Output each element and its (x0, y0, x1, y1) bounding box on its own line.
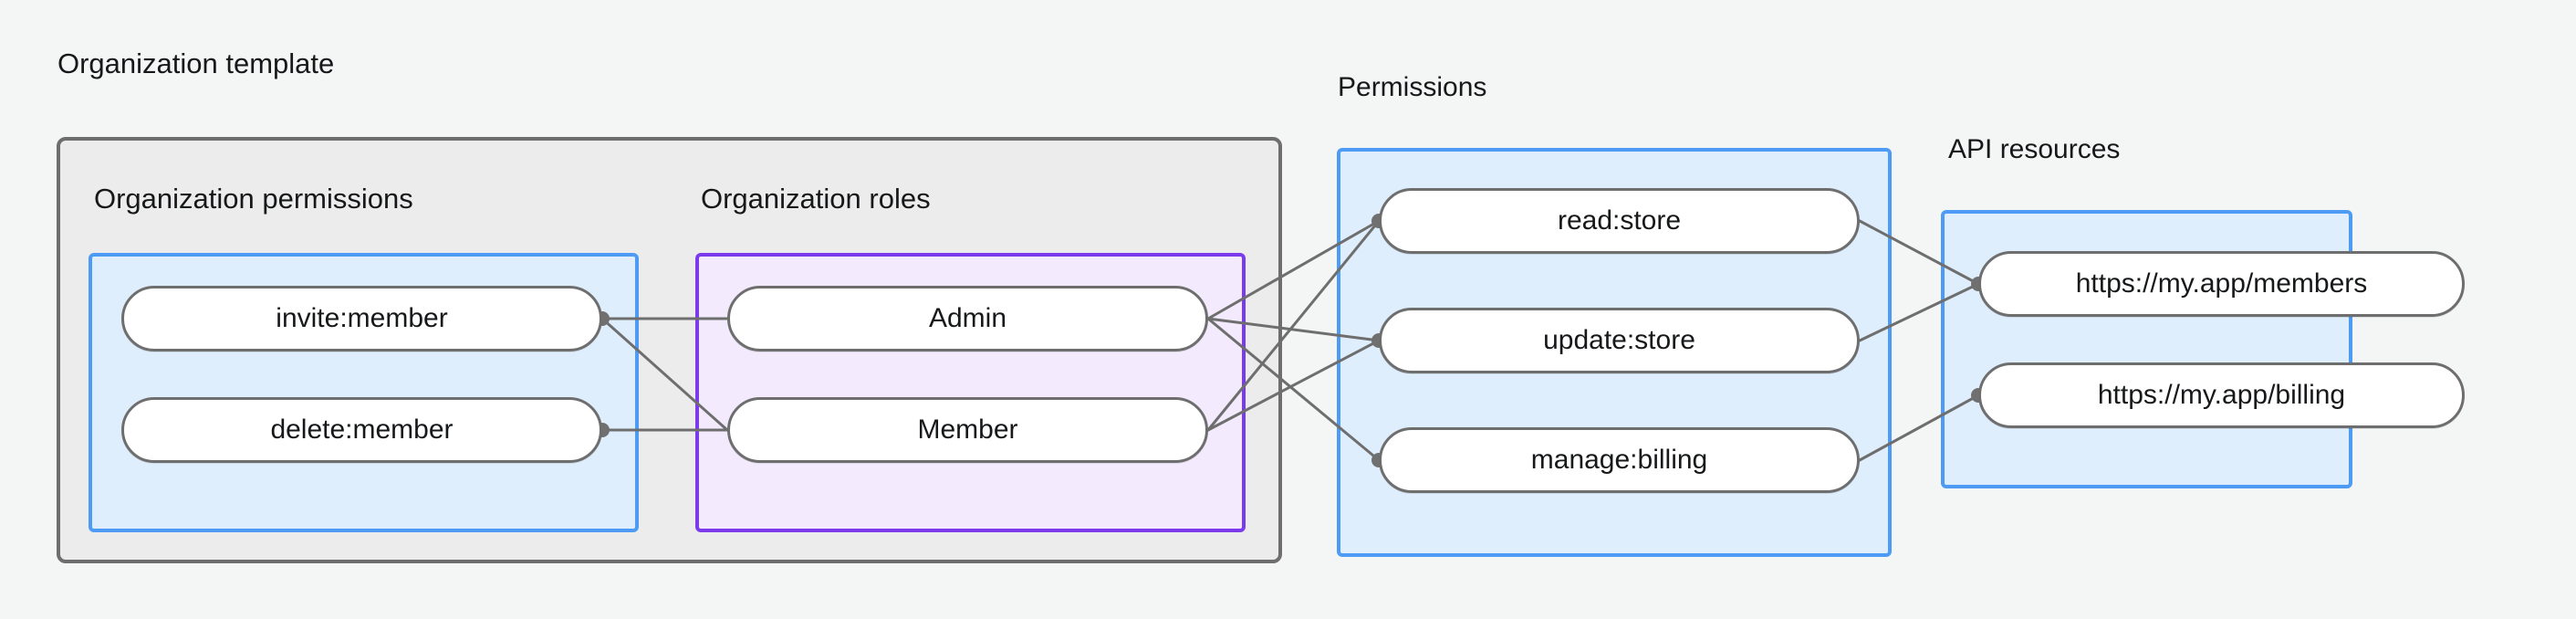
node-manage-billing[interactable]: manage:billing (1379, 427, 1860, 493)
node-delete-member[interactable]: delete:member (121, 397, 602, 463)
organization-roles-title: Organization roles (701, 183, 931, 215)
node-delete-member-label: delete:member (270, 414, 454, 445)
node-billing-url[interactable]: https://my.app/billing (1978, 362, 2465, 428)
node-billing-url-label: https://my.app/billing (2097, 380, 2346, 410)
node-read-store-label: read:store (1557, 205, 1682, 236)
node-invite-member[interactable]: invite:member (121, 286, 602, 351)
node-update-store[interactable]: update:store (1379, 308, 1860, 373)
organization-template-title: Organization template (57, 47, 335, 79)
node-read-store[interactable]: read:store (1379, 188, 1860, 254)
node-manage-billing-label: manage:billing (1530, 445, 1708, 475)
organization-permissions-title: Organization permissions (94, 183, 413, 215)
node-members-url[interactable]: https://my.app/members (1978, 251, 2465, 317)
node-admin-label: Admin (928, 303, 1007, 333)
node-members-url-label: https://my.app/members (2075, 268, 2368, 299)
node-invite-member-label: invite:member (276, 303, 448, 333)
node-member[interactable]: Member (727, 397, 1208, 463)
api-resources-title: API resources (1948, 134, 2121, 164)
node-admin[interactable]: Admin (727, 286, 1208, 351)
permissions-title: Permissions (1338, 72, 1487, 102)
node-update-store-label: update:store (1543, 325, 1695, 355)
node-member-label: Member (917, 414, 1018, 445)
